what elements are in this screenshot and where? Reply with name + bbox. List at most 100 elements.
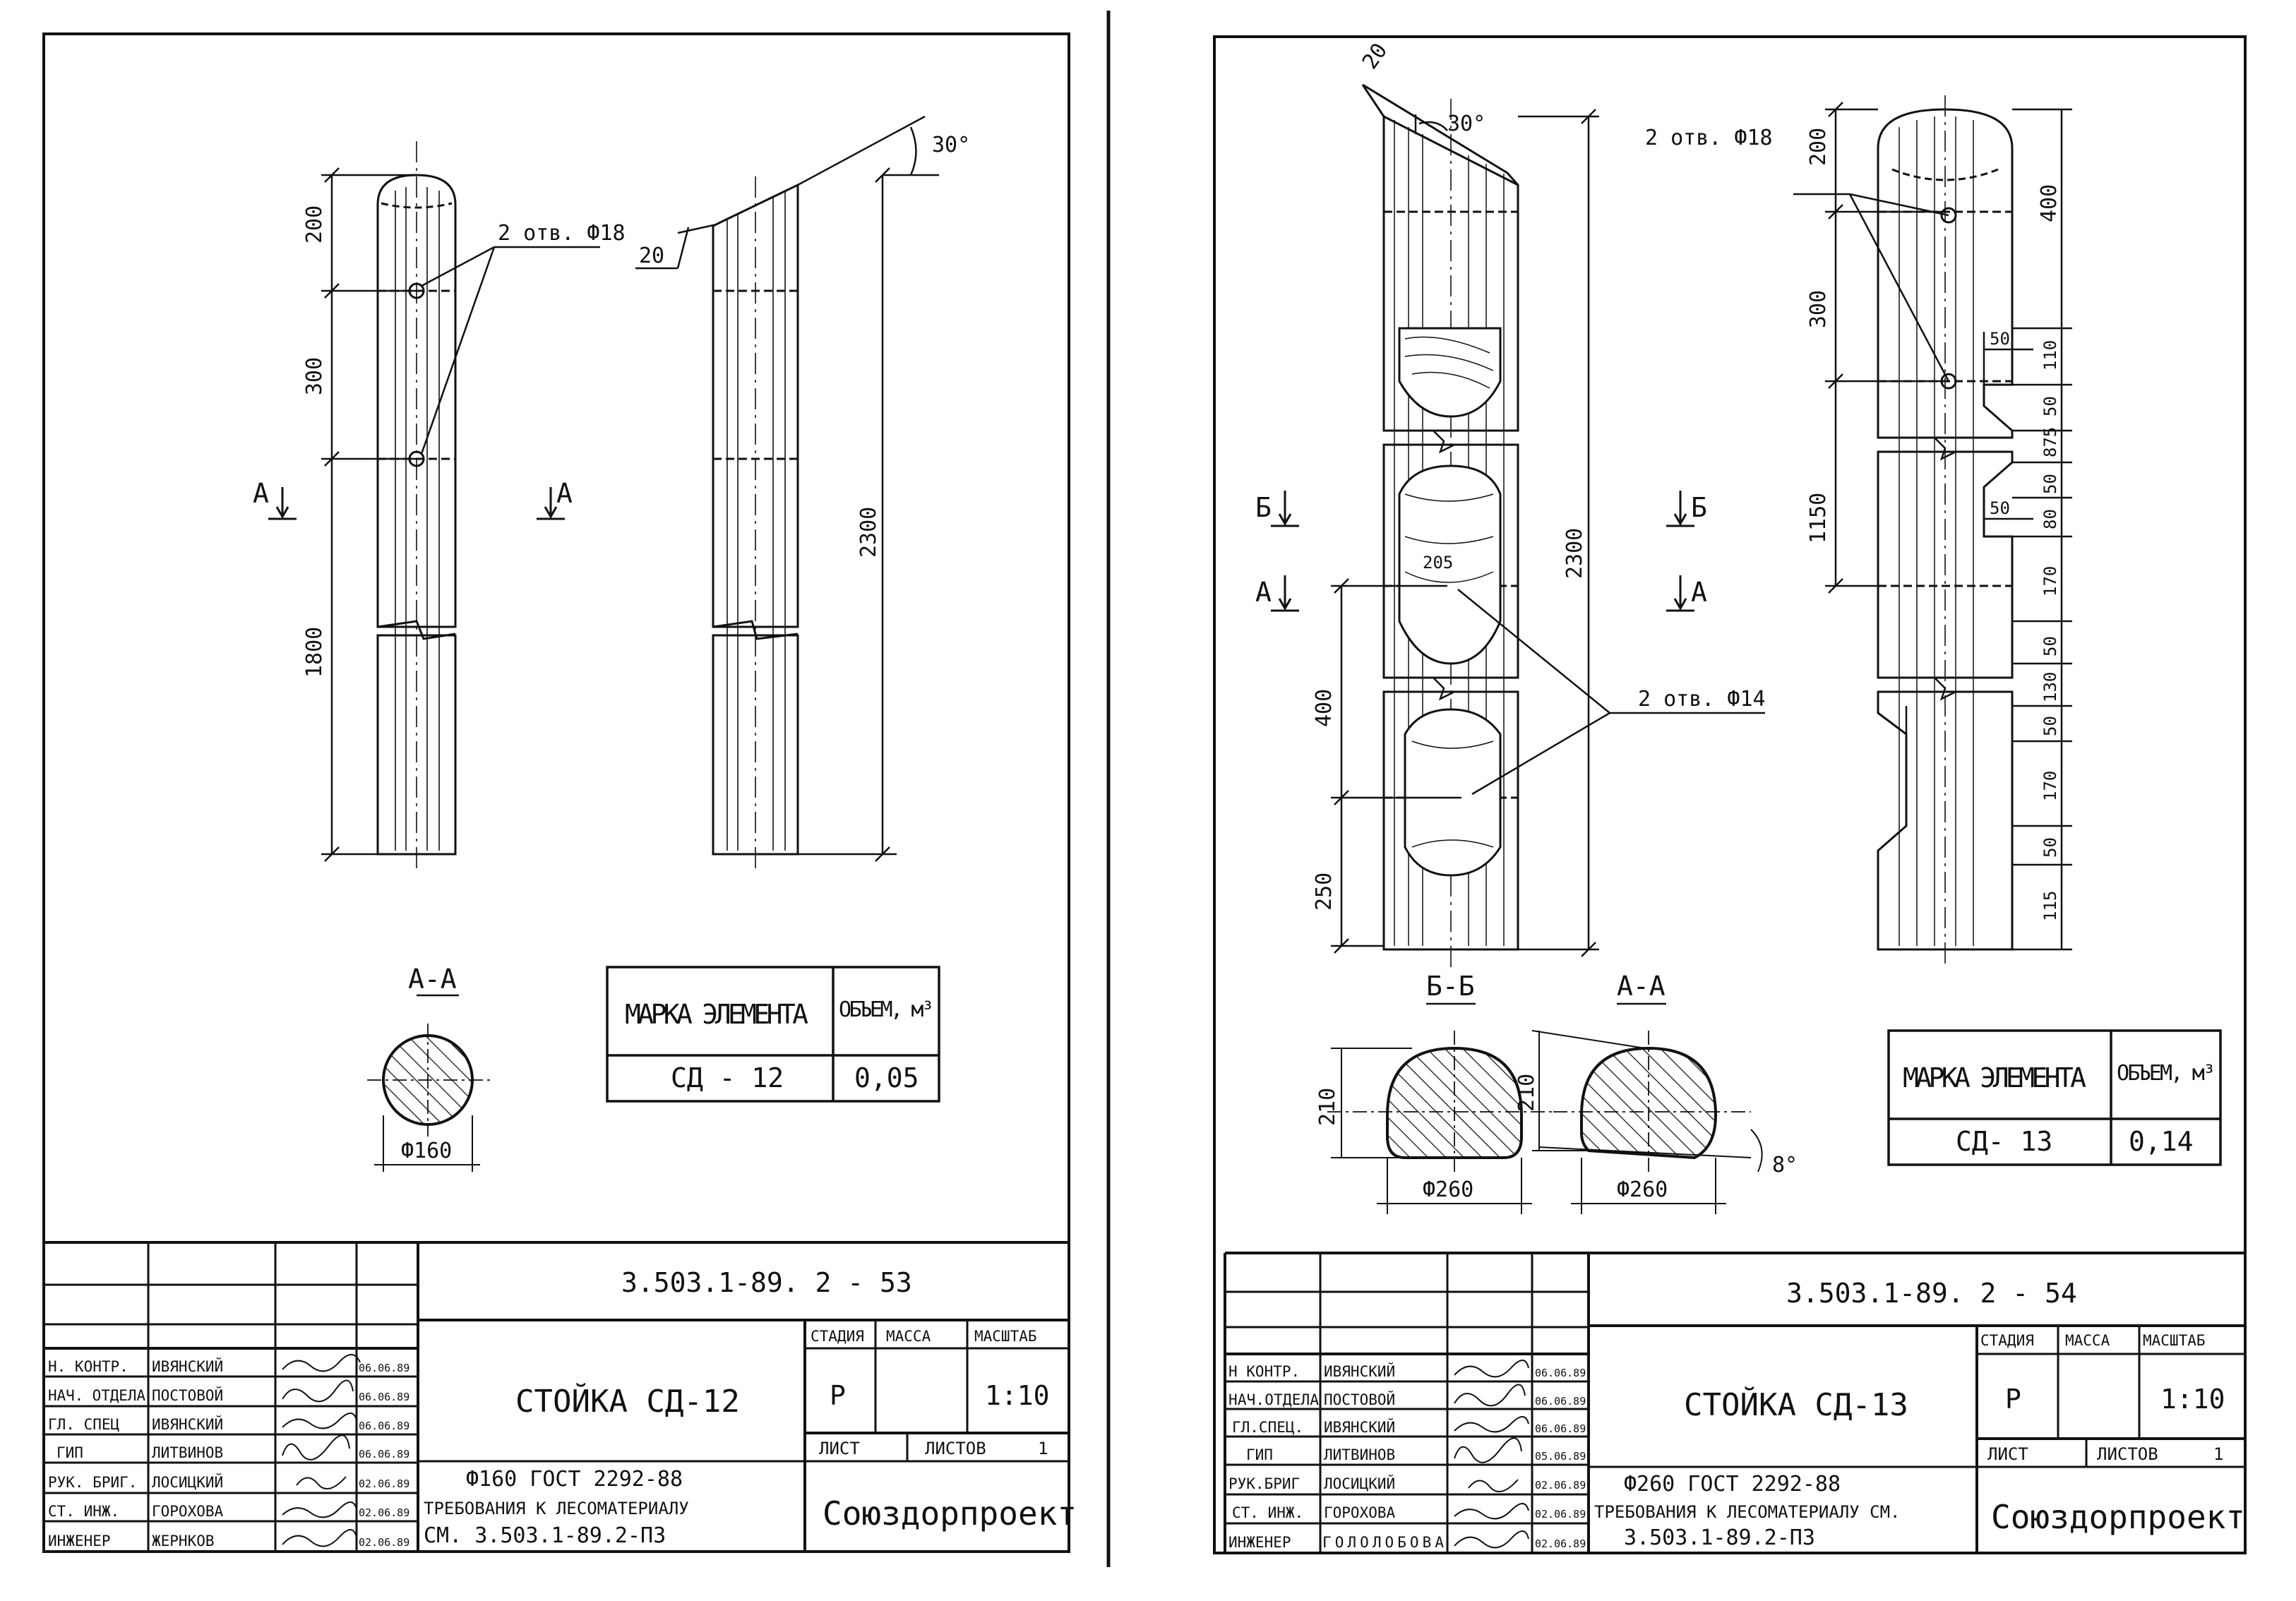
right-sheets-count: 1 bbox=[2213, 1444, 2223, 1464]
left-table-volume: 0,05 bbox=[854, 1062, 919, 1093]
right-notch-50b: 50 bbox=[1990, 498, 2010, 518]
left-sheet-texts: 200 300 1800 2300 20 30° 2 отв. Ф18 А А … bbox=[48, 133, 1077, 1549]
right-dim-r14: 115 bbox=[2040, 891, 2060, 921]
left-org: Союздорпроект bbox=[823, 1494, 1077, 1533]
left-date-3: 06.06.89 bbox=[359, 1420, 409, 1432]
right-role-5: РУК.БРИГ bbox=[1228, 1475, 1300, 1492]
right-dim-400: 400 bbox=[1312, 689, 1337, 727]
right-role-7: ИНЖЕНЕР bbox=[1228, 1534, 1291, 1551]
right-date-1: 06.06.89 bbox=[1535, 1367, 1586, 1379]
right-stage: Р bbox=[2005, 1384, 2021, 1415]
left-signatures bbox=[282, 1354, 361, 1547]
left-dim-200: 200 bbox=[302, 205, 327, 244]
right-title: СТОЙКА СД-13 bbox=[1684, 1386, 1908, 1423]
left-section-aa bbox=[367, 994, 494, 1172]
left-name-4: ЛИТВИНОВ bbox=[152, 1444, 223, 1461]
right-post-side bbox=[1361, 83, 1519, 967]
left-table-mark: СД - 12 bbox=[671, 1062, 784, 1093]
right-name-6: ГОРОХОВА bbox=[1324, 1504, 1396, 1521]
right-dim-250: 250 bbox=[1312, 873, 1337, 911]
left-post-side bbox=[712, 176, 799, 868]
right-mark-b-1: Б bbox=[1255, 492, 1272, 523]
right-sheet bbox=[1213, 35, 2247, 1554]
left-dim-2300: 2300 bbox=[856, 507, 881, 558]
right-mark-b-2: Б bbox=[1691, 492, 1707, 523]
left-date-1: 06.06.89 bbox=[359, 1362, 409, 1374]
right-dim-r9: 50 bbox=[2040, 636, 2060, 656]
right-sec-h1: 210 bbox=[1315, 1088, 1340, 1126]
right-org: Союздорпроект bbox=[1991, 1498, 2245, 1536]
right-diameter-2: Ф260 bbox=[1617, 1177, 1668, 1202]
right-name-2: ПОСТОВОЙ bbox=[1324, 1391, 1395, 1408]
right-angle-8: 8° bbox=[1772, 1153, 1798, 1177]
left-name-2: ПОСТОВОЙ bbox=[152, 1386, 223, 1404]
right-sheet-texts: 20 30° 400 250 2300 205 2 отв. Ф14 2 отв… bbox=[1228, 39, 2245, 1551]
right-note-2: 3.503.1-89.2-ПЗ bbox=[1624, 1525, 1815, 1550]
left-scale: 1:10 bbox=[985, 1380, 1050, 1411]
right-front-dims bbox=[1793, 102, 2072, 951]
left-sheet-label: ЛИСТ bbox=[819, 1439, 860, 1458]
right-date-3: 06.06.89 bbox=[1535, 1422, 1586, 1435]
left-material: Ф160 ГОСТ 2292-88 bbox=[466, 1467, 683, 1492]
right-role-6: СТ. ИНЖ. bbox=[1232, 1504, 1303, 1521]
right-mass-header: МАССА bbox=[2065, 1332, 2110, 1349]
left-scale-header: МАСШТАБ bbox=[974, 1328, 1037, 1345]
left-name-7: ЖЕРНКОВ bbox=[152, 1533, 215, 1549]
left-holes-label: 2 отв. Ф18 bbox=[498, 221, 626, 246]
right-dim-r2: 300 bbox=[1806, 290, 1831, 328]
left-post-front bbox=[376, 141, 457, 868]
left-section-mark-2: А bbox=[556, 478, 573, 509]
right-dim-205: 205 bbox=[1423, 553, 1453, 572]
right-holes-bottom: 2 отв. Ф14 bbox=[1638, 687, 1766, 712]
left-date-5: 02.06.89 bbox=[359, 1477, 409, 1490]
right-date-6: 02.06.89 bbox=[1535, 1508, 1586, 1521]
right-scale: 1:10 bbox=[2160, 1384, 2225, 1415]
right-dim-r3: 110 bbox=[2040, 340, 2060, 371]
right-post-front bbox=[1877, 95, 2014, 967]
left-role-6: СТ. ИНЖ. bbox=[48, 1503, 119, 1520]
right-stage-header: СТАДИЯ bbox=[1980, 1332, 2034, 1349]
right-date-7: 02.06.89 bbox=[1535, 1537, 1586, 1550]
right-name-4: ЛИТВИНОВ bbox=[1324, 1446, 1395, 1463]
right-table-volume: 0,14 bbox=[2129, 1126, 2194, 1157]
left-mass-header: МАССА bbox=[886, 1328, 931, 1345]
right-name-5: ЛОСИЦКИЙ bbox=[1324, 1475, 1395, 1492]
right-sheets-label: ЛИСТОВ bbox=[2097, 1444, 2158, 1464]
left-dim-angle: 30° bbox=[932, 133, 970, 157]
right-sections bbox=[1327, 1002, 1763, 1214]
right-table-header-volume: ОБЪЕМ, м³ bbox=[2117, 1061, 2216, 1086]
right-name-1: ИВЯНСКИЙ bbox=[1324, 1362, 1395, 1380]
left-side-dims bbox=[635, 115, 939, 862]
right-dim-r6: 50 bbox=[2040, 474, 2060, 494]
right-dim-r5: 875 bbox=[2040, 427, 2060, 457]
left-name-6: ГОРОХОВА bbox=[152, 1503, 224, 1520]
left-dim-1800: 1800 bbox=[302, 627, 327, 678]
left-dim-300: 300 bbox=[302, 357, 327, 395]
left-volume-table bbox=[606, 966, 940, 1103]
left-role-1: Н. КОНТР. bbox=[48, 1358, 128, 1375]
right-name-7: ГОЛОЛОБОВА bbox=[1322, 1534, 1444, 1551]
right-diameter-1: Ф260 bbox=[1423, 1177, 1473, 1202]
right-sheet-label: ЛИСТ bbox=[1987, 1444, 2028, 1464]
left-section-title: А-А bbox=[408, 964, 457, 995]
right-sec-h2: 210 bbox=[1514, 1074, 1539, 1112]
right-date-5: 02.06.89 bbox=[1535, 1479, 1586, 1492]
right-mark-a-1: А bbox=[1255, 577, 1272, 608]
right-dim-r1: 400 bbox=[2037, 184, 2062, 222]
left-note-2: СМ. 3.503.1-89.2-ПЗ bbox=[424, 1523, 666, 1548]
right-scale-header: МАСШТАБ bbox=[2143, 1332, 2206, 1349]
right-signatures bbox=[1454, 1360, 1529, 1549]
left-role-4: ГИП bbox=[56, 1444, 83, 1461]
right-dim-r4: 50 bbox=[2040, 396, 2060, 416]
left-name-5: ЛОСИЦКИЙ bbox=[152, 1473, 223, 1491]
right-role-3: ГЛ.СПЕЦ. bbox=[1232, 1419, 1303, 1436]
right-material: Ф260 ГОСТ 2292-88 bbox=[1624, 1472, 1841, 1497]
left-section-arrows bbox=[268, 487, 565, 520]
left-role-7: ИНЖЕНЕР bbox=[48, 1533, 111, 1549]
right-dim-angle: 30° bbox=[1447, 112, 1485, 136]
right-role-2: НАЧ.ОТДЕЛА bbox=[1228, 1391, 1319, 1408]
left-doc-code: 3.503.1-89. 2 - 53 bbox=[621, 1267, 912, 1298]
right-note-1: ТРЕБОВАНИЯ К ЛЕСОМАТЕРИАЛУ СМ. bbox=[1594, 1502, 1900, 1522]
left-role-2: НАЧ. ОТДЕЛА bbox=[48, 1387, 145, 1404]
